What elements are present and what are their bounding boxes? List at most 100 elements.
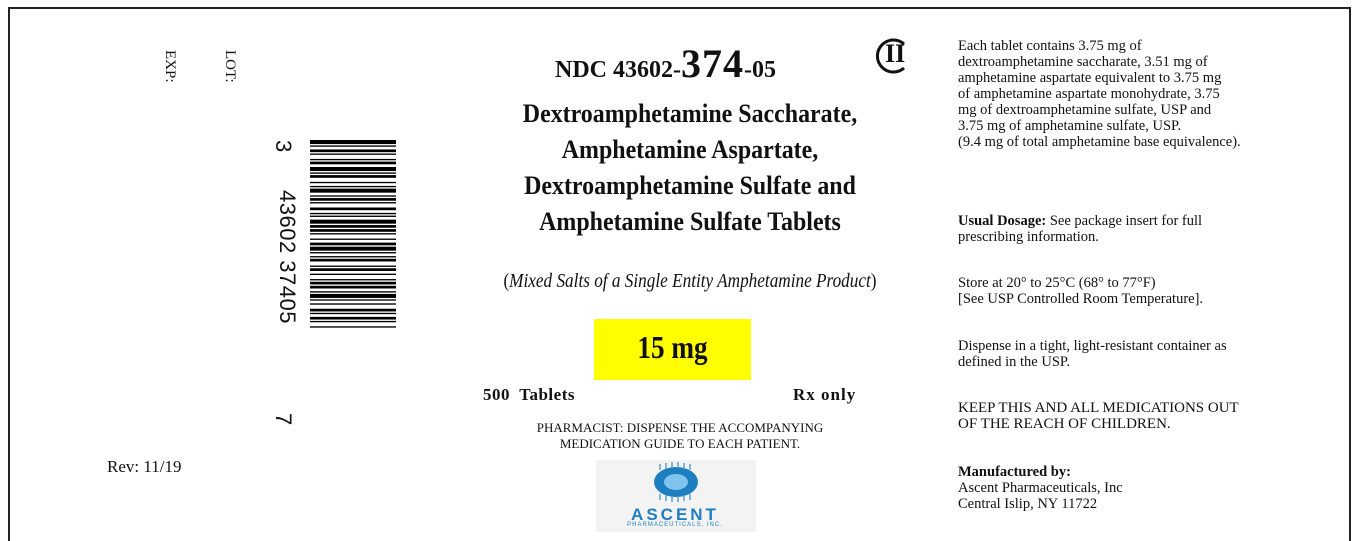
- barcode-bar: [310, 145, 396, 147]
- barcode-bar: [310, 207, 396, 211]
- dispense-info: Dispense in a tight, light-resistant con…: [958, 338, 1227, 370]
- barcode-bar: [310, 238, 396, 240]
- barcode-bar: [310, 172, 396, 174]
- tablet-count: 500 Tablets: [483, 385, 575, 404]
- barcode-bar: [310, 281, 396, 285]
- barcode-bar: [310, 149, 396, 153]
- barcode-bar: [310, 268, 396, 271]
- barcode-bar: [310, 181, 396, 184]
- composition-line: mg of dextroamphetamine sulfate, USP and: [958, 102, 1212, 118]
- label-border: [8, 7, 1351, 541]
- dosage-text-2: prescribing information.: [958, 229, 1099, 245]
- barcode-bar: [310, 233, 396, 235]
- barcode-bar: [310, 279, 396, 281]
- drug-name-line: Dextroamphetamine Saccharate,: [522, 99, 858, 128]
- revision-date: Rev: 11/19: [107, 457, 182, 476]
- barcode-bar: [310, 265, 396, 267]
- barcode-bar: [310, 167, 396, 172]
- ndc-prefix: NDC 43602-: [555, 57, 681, 83]
- dosage-label: Usual Dosage:: [958, 213, 1047, 229]
- subtitle-italic: Mixed Salts of a Single Entity Amphetami…: [509, 270, 871, 292]
- barcode-bar: [310, 202, 396, 204]
- barcode-bar: [310, 320, 396, 323]
- ndc-product: 374: [681, 41, 744, 86]
- pharmacist-line: MEDICATION GUIDE TO EACH PATIENT.: [559, 436, 801, 451]
- composition-line: dextroamphetamine saccharate, 3.51 mg of: [958, 54, 1208, 70]
- barcode-bar: [310, 246, 396, 251]
- strength-value: 15 mg: [637, 329, 708, 365]
- exp-label: EXP:: [162, 50, 178, 83]
- barcode: [310, 140, 396, 328]
- composition-line: (9.4 mg of total amphetamine base equiva…: [958, 134, 1241, 150]
- barcode-bar: [310, 198, 396, 201]
- pharmacist-line: PHARMACIST: DISPENSE THE ACCOMPANYING: [536, 420, 824, 435]
- drug-subtitle: (Mixed Salts of a Single Entity Amphetam…: [475, 270, 905, 293]
- barcode-bar: [310, 299, 396, 301]
- barcode-bar: [310, 225, 396, 228]
- barcode-bar: [310, 212, 396, 215]
- strength-highlight: 15 mg: [594, 319, 751, 380]
- drug-name-line: Dextroamphetamine Sulfate and: [524, 171, 856, 200]
- barcode-bar: [310, 303, 396, 305]
- dispense-line: defined in the USP.: [958, 354, 1070, 370]
- composition-text: Each tablet contains 3.75 mg of dextroam…: [958, 38, 1241, 150]
- barcode-bar: [310, 161, 396, 165]
- barcode-bar: [310, 158, 396, 161]
- storage-info: Store at 20° to 25°C (68° to 77°F) [See …: [958, 275, 1203, 307]
- drug-name-line: Amphetamine Sulfate Tablets: [539, 207, 841, 236]
- barcode-bar: [310, 219, 396, 224]
- composition-line: of amphetamine aspartate monohydrate, 3.…: [958, 86, 1220, 102]
- logo-subtext: PHARMACEUTICALS, INC.: [627, 522, 723, 528]
- barcode-bar: [310, 188, 396, 193]
- manufacturer-info: Manufactured by: Ascent Pharmaceuticals,…: [958, 464, 1123, 512]
- barcode-digit-bottom: 7: [271, 413, 296, 426]
- composition-line: Each tablet contains 3.75 mg of: [958, 38, 1142, 54]
- barcode-bar: [310, 175, 396, 178]
- barcode-bar: [310, 285, 396, 289]
- manufacturer-city: Central Islip, NY 11722: [958, 496, 1098, 512]
- barcode-bar: [310, 215, 396, 217]
- barcode-bar: [310, 308, 396, 312]
- barcode-bar: [310, 293, 396, 298]
- manufacturer-label: Manufactured by:: [958, 464, 1071, 480]
- barcode-bar: [310, 326, 396, 328]
- barcode-bar: [310, 291, 396, 293]
- warning-line: OF THE REACH OF CHILDREN.: [958, 416, 1171, 432]
- barcode-digit-top: 3: [271, 140, 296, 153]
- barcode-bar: [310, 140, 396, 145]
- schedule-ii-symbol: II: [874, 36, 912, 76]
- barcode-bar: [310, 185, 396, 188]
- manufacturer-name: Ascent Pharmaceuticals, Inc: [958, 480, 1123, 496]
- composition-line: 3.75 mg of amphetamine sulfate, USP.: [958, 118, 1182, 134]
- pharmacist-instructions: PHARMACIST: DISPENSE THE ACCOMPANYING ME…: [460, 420, 900, 452]
- composition-line: amphetamine aspartate equivalent to 3.75…: [958, 70, 1222, 86]
- barcode-bar: [310, 252, 396, 254]
- barcode-bar: [310, 242, 396, 246]
- barcode-bar: [310, 316, 396, 320]
- subtitle-paren-open: (: [503, 270, 510, 292]
- barcode-bar: [310, 153, 396, 155]
- ndc-suffix: -05: [744, 57, 776, 83]
- schedule-c-icon: [875, 38, 905, 74]
- barcode-bar: [310, 195, 396, 197]
- rx-only: Rx only: [793, 385, 857, 404]
- keep-out-of-reach-warning: KEEP THIS AND ALL MEDICATIONS OUT OF THE…: [958, 400, 1239, 432]
- storage-line: [See USP Controlled Room Temperature].: [958, 291, 1204, 307]
- subtitle-paren-close: ): [870, 270, 877, 292]
- barcode-bar: [310, 258, 396, 262]
- dispense-line: Dispense in a tight, light-resistant con…: [958, 338, 1227, 354]
- ndc-number: NDC 43602-374-05: [555, 40, 776, 87]
- usual-dosage: Usual Dosage: See package insert for ful…: [958, 213, 1202, 245]
- logo-text: ASCENT: [631, 505, 719, 524]
- barcode-bar: [310, 256, 396, 258]
- schedule-symbol-text: II: [885, 39, 906, 68]
- drug-name: Dextroamphetamine Saccharate, Amphetamin…: [488, 96, 893, 240]
- ascent-logo-icon: [596, 460, 756, 532]
- dosage-text: See package insert for full: [1046, 213, 1203, 229]
- storage-line: Store at 20° to 25°C (68° to 77°F): [958, 275, 1156, 291]
- warning-line: KEEP THIS AND ALL MEDICATIONS OUT: [958, 400, 1239, 416]
- drug-name-line: Amphetamine Aspartate,: [561, 135, 819, 164]
- barcode-bar: [310, 312, 396, 315]
- lot-label: LOT:: [222, 50, 238, 83]
- barcode-bar: [310, 273, 396, 275]
